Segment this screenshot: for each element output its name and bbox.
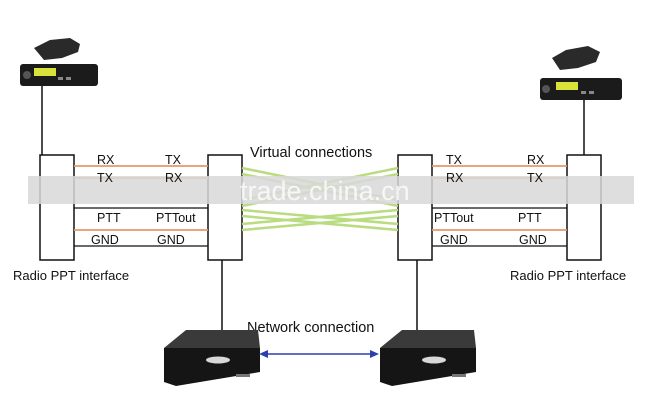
- watermark-text: trade.china.cn: [240, 176, 410, 206]
- left-microphone-icon: [34, 38, 80, 60]
- right-radio-body: [540, 78, 622, 100]
- right-radio-ptt-label: PTT: [518, 211, 542, 225]
- right-radio-device: [540, 46, 622, 100]
- left-radio-device: [20, 38, 98, 86]
- network-connection-heading: Network connection: [247, 320, 374, 336]
- right-radio-rx-label: RX: [527, 153, 545, 167]
- left-radio-display: [34, 68, 56, 76]
- left-gateway-device: [164, 330, 260, 386]
- right-gateway-connector: [397, 154, 433, 261]
- right-gateway-device: [380, 330, 476, 386]
- right-gateway-rx-hidden: RX: [446, 171, 464, 185]
- left-gateway-rx-hidden: RX: [165, 171, 183, 185]
- left-gateway-connector: [207, 154, 243, 261]
- left-radio-ptt-label: PTT: [97, 211, 121, 225]
- left-gateway-pttout-label: PTTout: [156, 211, 196, 225]
- network-link-right-arrow-icon: [370, 350, 379, 358]
- virtual-connections-heading: Virtual connections: [250, 145, 372, 161]
- network-link: [259, 350, 379, 358]
- watermark-band: [28, 176, 634, 204]
- right-radio-tx-hidden: TX: [527, 171, 544, 185]
- left-gateway-gnd-label: GND: [157, 233, 185, 247]
- right-gateway-tx-label: TX: [446, 153, 463, 167]
- right-radio-display: [556, 82, 578, 90]
- left-radio-tx-hidden: TX: [97, 171, 114, 185]
- right-radio-knob: [542, 85, 550, 93]
- left-radio-knob: [23, 71, 31, 79]
- left-radio-rx-label: RX: [97, 153, 115, 167]
- left-gateway-tx-label: TX: [165, 153, 182, 167]
- right-gateway-gnd-label: GND: [440, 233, 468, 247]
- right-radio-connector: [566, 154, 602, 261]
- left-radio-ppt-interface-caption: Radio PPT interface: [13, 268, 129, 283]
- right-radio-ppt-interface-caption: Radio PPT interface: [510, 268, 626, 283]
- left-radio-body: [20, 64, 98, 86]
- left-radio-connector: [39, 154, 75, 261]
- right-radio-gnd-label: GND: [519, 233, 547, 247]
- left-radio-gnd-label: GND: [91, 233, 119, 247]
- right-gateway-pttout-label: PTTout: [434, 211, 474, 225]
- network-link-left-arrow-icon: [259, 350, 268, 358]
- right-microphone-icon: [552, 46, 600, 70]
